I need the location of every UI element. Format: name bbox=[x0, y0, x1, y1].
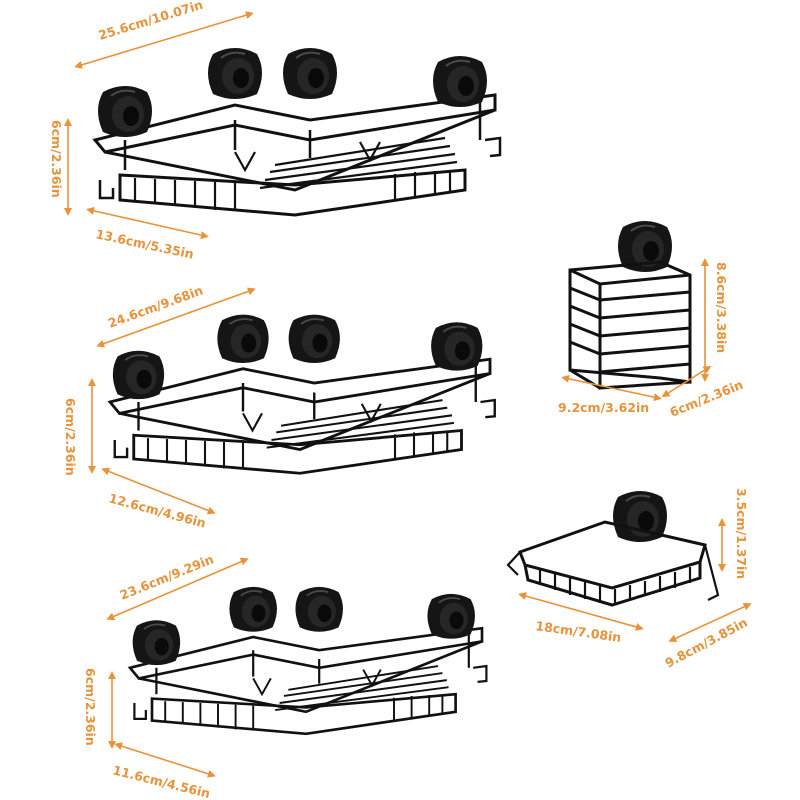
caddy-large-length-label: 25.6cm/10.07in bbox=[96, 0, 204, 43]
caddy-large-height-label: 6cm/2.36in bbox=[49, 120, 64, 198]
caddy-medium-height-label: 6cm/2.36in bbox=[63, 398, 78, 476]
caddy-medium-depth-arrow bbox=[101, 467, 216, 515]
caddy-large-depth-arrow bbox=[86, 206, 209, 240]
caddy-small-image bbox=[130, 587, 486, 734]
caddy-large-image bbox=[95, 48, 500, 215]
toothbrush-holder-image bbox=[568, 220, 692, 390]
caddy-small-length-label: 23.6cm/9.29in bbox=[118, 551, 216, 602]
soap-dish-image bbox=[506, 490, 720, 607]
caddy-large-length-arrow bbox=[74, 11, 254, 69]
soap-dish-height-label: 3.5cm/1.37in bbox=[734, 488, 749, 579]
caddy-medium-length-label: 24.6cm/9.68in bbox=[106, 283, 205, 331]
toothbrush-holder-width-label: 9.2cm/3.62in bbox=[558, 400, 649, 415]
soap-dish: 3.5cm/1.37in 18cm/7.08in 9.8cm/3.85in bbox=[506, 488, 752, 671]
toothbrush-holder-depth-arrow bbox=[661, 365, 712, 398]
caddy-medium: 24.6cm/9.68in 6cm/2.36in 12.6cm/4.96in bbox=[63, 283, 495, 531]
toothbrush-holder-height-label: 8.6cm/3.38in bbox=[714, 262, 729, 353]
caddy-small-depth-arrow bbox=[114, 742, 216, 778]
caddy-small: 23.6cm/9.29in 6cm/2.36in 11.6cm/4.56in bbox=[83, 551, 486, 800]
toothbrush-holder: 8.6cm/3.38in 9.2cm/3.62in 6cm/2.36in bbox=[558, 220, 745, 420]
soap-dish-length-label: 18cm/7.08in bbox=[535, 618, 623, 645]
caddy-small-length-arrow bbox=[106, 557, 249, 621]
caddy-medium-image bbox=[110, 315, 495, 474]
caddy-medium-length-arrow bbox=[96, 287, 256, 348]
caddy-large: 25.6cm/10.07in 6cm/2.36in 13.6cm/5.35in bbox=[49, 0, 500, 262]
soap-dish-depth-arrow bbox=[668, 603, 752, 642]
caddy-medium-depth-label: 12.6cm/4.96in bbox=[107, 490, 207, 530]
caddy-large-depth-label: 13.6cm/5.35in bbox=[94, 226, 195, 261]
caddy-small-depth-label: 11.6cm/4.56in bbox=[111, 762, 212, 800]
toothbrush-holder-width-arrow bbox=[561, 374, 662, 402]
caddy-small-height-label: 6cm/2.36in bbox=[83, 668, 98, 746]
soap-dish-length-arrow bbox=[518, 592, 644, 631]
soap-dish-depth-label: 9.8cm/3.85in bbox=[662, 615, 750, 671]
